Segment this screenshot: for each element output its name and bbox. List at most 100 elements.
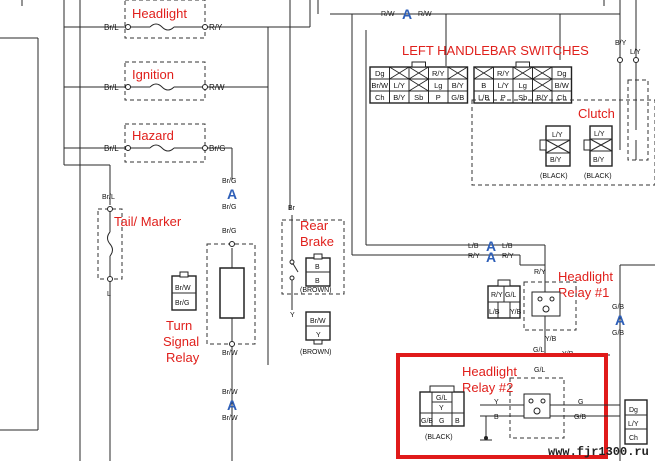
connector-pin: B (315, 264, 320, 271)
turn-relay-connector: Br/W Br/G (171, 271, 197, 311)
wire-label: Br/G (209, 144, 225, 153)
wire-label: Br/L (104, 144, 119, 153)
connector-pin: L/Y (498, 81, 509, 90)
junction-a-symbol: A (227, 186, 237, 202)
junction-a-symbol: A (615, 312, 625, 328)
top-junction: R/W A R/W (381, 6, 432, 22)
turn-signal-title-2: Signal (163, 334, 199, 349)
connector-pin: Dg (629, 407, 638, 414)
connector-pin: L/B (478, 93, 489, 102)
relay2-connector: G/L Y G/B G B (419, 385, 465, 427)
connector-pin: Sb (518, 93, 527, 102)
clutch-connector-2: L/Y B/Y (583, 125, 613, 167)
connector-pin: Lg (519, 81, 527, 90)
wire-label: Br/W (222, 350, 238, 357)
wire-label: Br/W (222, 415, 238, 422)
relay1-connector: R/Y G/L L/B Y/B (487, 279, 522, 319)
connector-color: (BLACK) (540, 173, 568, 180)
connector-pin: Y (316, 332, 321, 339)
wire-label: Br/W (222, 389, 238, 396)
turn-signal-relay-block: Br/G A Br/G Br/G Br/W Br/W A Br/W Turn S… (163, 178, 256, 422)
connector-pin: R/Y (497, 69, 510, 78)
connector-pin: Y/B (510, 309, 522, 316)
connector-pin: L/B (489, 309, 500, 316)
watermark: www.fjr1300.ru (548, 445, 649, 459)
turn-signal-title-3: Relay (166, 350, 200, 365)
rear-brake-block: Br Rear Brake B B (BROWN) Y Br/W Y (BROW… (281, 205, 345, 356)
relay2-title-2: Relay #2 (462, 380, 513, 395)
wire-label: L/B (502, 243, 513, 250)
left-switch-connector-b: R/Y DgB L/Y Lg B/W L/B P Sb B/Y Ch (473, 61, 573, 104)
connector-pin: B/W (555, 81, 570, 90)
connector-latch (411, 61, 426, 68)
rear-brake-connector: B B (305, 253, 331, 287)
wire-label: R/W (209, 83, 225, 92)
connector-latch (515, 61, 530, 68)
connector-pin: Ch (375, 93, 385, 102)
junction-a-symbol: A (486, 238, 496, 254)
tail-marker-title: Tail/ Marker (114, 214, 182, 229)
connector-pin: B/Y (536, 93, 548, 102)
relay2-title-1: Headlight (462, 364, 517, 379)
connector-pin: B/Y (452, 81, 464, 90)
brown-connector: Br/W Y (305, 311, 331, 345)
wire-label: G/B (612, 304, 624, 311)
connector-pin: Dg (375, 69, 385, 78)
connector-pin: G/L (505, 292, 516, 299)
connector-pin: Y (439, 405, 444, 412)
rear-brake-title-2: Brake (300, 234, 334, 249)
headlight-relay-2-block: Headlight Relay #2 G/L Y B G G/B G/L Y G… (396, 353, 620, 459)
clutch-connector-1: L/Y B/Y (539, 125, 571, 167)
connector-pin: B (455, 418, 460, 425)
connector-pin: P (436, 93, 441, 102)
turn-signal-title-1: Turn (166, 318, 192, 333)
connector-pin: B (315, 278, 320, 285)
connector-pin: B/Y (593, 157, 605, 164)
hazard-fuse-title: Hazard (132, 128, 174, 143)
junction-a-symbol: A (402, 6, 412, 22)
clutch-block: Clutch B/Y L/Y L/Y B/Y (BLACK) L/Y B/Y (… (539, 40, 649, 180)
wire-label: R/Y (534, 269, 546, 276)
wire-label: Br/L (104, 83, 119, 92)
relay1-title-1: Headlight (558, 269, 613, 284)
empty-pin-mark (408, 78, 429, 92)
connector-pin: R/Y (432, 69, 445, 78)
connector-pin: P (501, 93, 506, 102)
wire-label: G/L (533, 347, 544, 354)
headlight-relay-1-block: Headlight Relay #1 R/Y Y/B G/L Y/B R/Y G… (487, 269, 625, 358)
connector-pin: Ch (557, 93, 567, 102)
left-switches-title: LEFT HANDLEBAR SWITCHES (402, 43, 589, 58)
wire-label: R/Y (209, 23, 223, 32)
connector-pin: B/Y (550, 157, 562, 164)
wire-label: G (578, 399, 583, 406)
connector-pin: Br/G (175, 300, 189, 307)
empty-pin-mark (532, 66, 553, 80)
junction-a-symbol: A (486, 249, 496, 265)
wire-label: B (494, 414, 499, 421)
wire-label: Br/G (222, 204, 236, 211)
wire-label: R/W (418, 11, 432, 18)
wire-label: G/B (574, 414, 586, 421)
mid-junctions: L/B A L/B R/Y A R/Y (468, 238, 514, 265)
connector-pin: G/B (451, 93, 464, 102)
rear-brake-title-1: Rear (300, 218, 329, 233)
tail-marker-fuse-block: Br/L L Tail/ Marker (97, 194, 182, 298)
connector-pin: L/Y (628, 421, 639, 428)
wire-label: Br/G (222, 178, 236, 185)
connector-pin: B (481, 81, 486, 90)
wire-label: Br/L (102, 194, 115, 201)
relay1-title-2: Relay #1 (558, 285, 609, 300)
connector-color: (BROWN) (300, 287, 332, 294)
connector-pin: R/Y (491, 292, 503, 299)
connector-pin: Ch (629, 435, 638, 442)
connector-pin: G (439, 418, 444, 425)
connector-pin: Dg (557, 69, 567, 78)
connector-color: (BROWN) (300, 349, 332, 356)
empty-pin-mark (512, 66, 533, 80)
wire-label: R/W (381, 11, 395, 18)
connector-pin: Sb (414, 93, 423, 102)
clutch-title: Clutch (578, 106, 615, 121)
